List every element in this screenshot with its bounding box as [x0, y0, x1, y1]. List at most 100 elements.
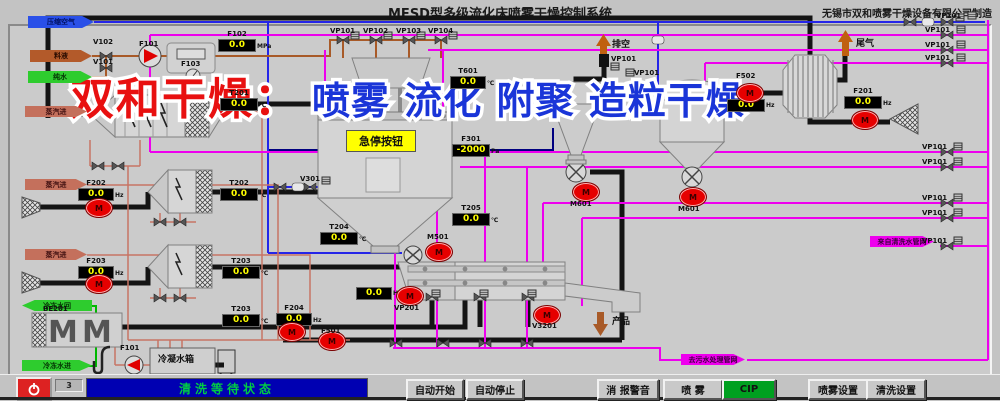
valve-icon[interactable] [940, 241, 954, 251]
rotary-valve-cyclone[interactable] [565, 159, 587, 183]
m-m601a[interactable]: M [572, 182, 600, 202]
valve-icon[interactable] [434, 35, 448, 45]
m-m501[interactable]: M [425, 242, 453, 262]
emergency-stop-button[interactable]: 急停按钮 [346, 130, 416, 152]
m-f201[interactable]: M [851, 110, 879, 130]
m-f502[interactable]: M [736, 83, 764, 103]
display-value-box: 0.0 [452, 213, 490, 226]
valve-icon[interactable] [153, 293, 167, 303]
display-value: -2000 [456, 145, 486, 155]
valve-icon[interactable] [173, 293, 187, 303]
display-value-box: 0.0 [222, 314, 260, 327]
valve-icon[interactable] [402, 35, 416, 45]
valve-actuator-icon [955, 13, 965, 22]
display-label: T203 [231, 305, 251, 313]
valve-icon[interactable] [940, 45, 954, 55]
button-auto-start[interactable]: 自动开始 [406, 379, 464, 400]
button-auto-stop[interactable]: 自动停止 [466, 379, 524, 400]
status-bar: 清洗等待状态 [86, 378, 368, 398]
valve-icon[interactable] [436, 338, 450, 348]
display-unit: ℃ [261, 270, 269, 277]
rotary-valve-tower[interactable] [403, 245, 423, 265]
valve-icon[interactable] [940, 30, 954, 40]
exhaust-silencer [888, 103, 919, 135]
manufacturer-label: 无锡市双和喷雾干燥设备有限公司制造 [822, 9, 992, 20]
valve-icon[interactable] [940, 162, 954, 172]
feed-pump[interactable] [138, 44, 162, 68]
inline-filter-icon [651, 35, 665, 45]
valve-icon[interactable] [369, 35, 383, 45]
m-vp201[interactable]: M [396, 286, 424, 306]
cip-valve-label-0: VP101 [936, 12, 962, 20]
valve-icon[interactable] [336, 35, 350, 45]
valve-icon[interactable] [153, 217, 167, 227]
valve-icon[interactable] [940, 213, 954, 223]
valve-icon[interactable] [478, 338, 492, 348]
valve-icon[interactable] [623, 88, 637, 98]
m-f501[interactable]: M [318, 331, 346, 351]
label-v301: V301 [300, 175, 321, 183]
valve-actuator-icon [967, 11, 977, 20]
display-unit: ℃ [487, 80, 495, 87]
valve-icon[interactable] [903, 17, 917, 27]
valve-icon[interactable] [91, 161, 105, 171]
m-m601b[interactable]: M [679, 187, 707, 207]
display-label: F201 [853, 87, 873, 95]
rotary-valve-bagfilter[interactable] [681, 166, 703, 188]
valve-actuator-icon [956, 53, 966, 62]
label-vp102: VP102 [363, 27, 389, 35]
display-value: 0.0 [460, 77, 476, 87]
valve-icon[interactable] [940, 58, 954, 68]
valve-icon[interactable] [940, 17, 954, 27]
display-value: 0.0 [88, 267, 104, 277]
inline-filter-icon [921, 17, 935, 27]
display-value: 0.0 [463, 214, 479, 224]
valve-icon[interactable] [389, 338, 403, 348]
svg-text:M: M [48, 315, 78, 350]
display-value-box: 0.0 [220, 98, 258, 111]
display-label: F202 [86, 179, 106, 187]
display-label: F204 [284, 304, 304, 312]
button-mute-alarm[interactable]: 消 报警音 [597, 379, 659, 400]
m-f203[interactable]: M [85, 274, 113, 294]
display-value: 0.0 [231, 99, 247, 109]
bag-filter [658, 79, 726, 169]
valve-actuator-icon [953, 142, 963, 151]
valve-icon[interactable] [940, 198, 954, 208]
valve-icon[interactable] [940, 147, 954, 157]
watermark: 双和干燥： 喷雾 流化 附聚 造粒干燥 [67, 71, 748, 129]
stream-label-steam-2: 蒸汽进 [25, 179, 87, 190]
button-clean-settings[interactable]: 清洗设置 [866, 379, 926, 400]
display-value-box: 0.0 [218, 39, 256, 52]
valve-icon[interactable] [99, 51, 113, 61]
valve-icon[interactable] [273, 182, 287, 192]
display-vp201d: 0.0Hz [356, 287, 402, 300]
valve-actuator-icon [448, 31, 458, 40]
valve-icon[interactable] [99, 63, 113, 73]
label-f103: F103 [181, 60, 201, 68]
button-spray-settings[interactable]: 喷雾设置 [808, 379, 868, 400]
m-f202[interactable]: M [85, 198, 113, 218]
valves [91, 17, 954, 382]
display-unit: ℃ [259, 102, 267, 109]
m-f204[interactable]: M [278, 322, 306, 342]
valve-icon[interactable] [111, 161, 125, 171]
button-spray[interactable]: 喷 雾 [663, 379, 723, 400]
condensate-pump[interactable] [124, 355, 144, 375]
label-vp103: VP103 [396, 27, 422, 35]
m-v3201[interactable]: M [533, 305, 561, 325]
valve-icon[interactable] [520, 338, 534, 348]
valve-icon[interactable] [173, 217, 187, 227]
display-unit: ℃ [491, 217, 499, 224]
intake-filter-2 [21, 196, 41, 219]
svg-text:双和干燥：: 双和干燥： [70, 74, 300, 125]
power-icon [28, 383, 40, 396]
label-paikong: 排空 [612, 40, 631, 50]
button-cip[interactable]: CIP [722, 379, 776, 400]
display-value-box: 0.0 [844, 96, 882, 109]
